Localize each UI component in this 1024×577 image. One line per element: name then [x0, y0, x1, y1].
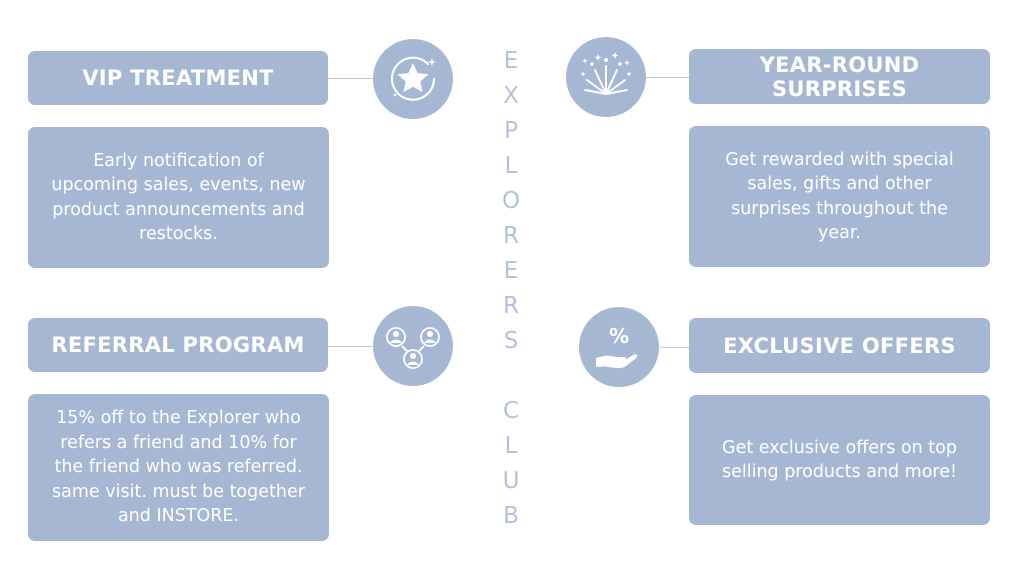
fireworks-icon-svg: [581, 52, 631, 95]
referral-title: REFERRAL PROGRAM: [51, 333, 305, 357]
percent-hand-icon-svg: %: [596, 324, 638, 369]
vertical-title-letter: S: [503, 328, 519, 354]
vertical-title-letter: L: [504, 153, 518, 179]
star-icon: [373, 39, 453, 119]
vertical-title-letter: U: [502, 468, 520, 494]
offers-title-box: EXCLUSIVE OFFERS: [689, 318, 990, 373]
surprises-description-box: Get rewarded with special sales, gifts a…: [689, 126, 990, 267]
offers-title: EXCLUSIVE OFFERS: [723, 333, 956, 358]
fireworks-icon: [566, 37, 646, 117]
vip-description-box: Early notification of upcoming sales, ev…: [28, 127, 329, 268]
connector-referral: [328, 346, 374, 347]
vertical-title-letter: B: [503, 503, 519, 529]
vertical-title-letter: E: [503, 48, 519, 74]
vertical-title-letter: R: [503, 293, 519, 319]
connector-offers: [660, 347, 690, 348]
offers-description-box: Get exclusive offers on top selling prod…: [689, 395, 990, 525]
referral-description-box: 15% off to the Explorer who refers a fri…: [28, 394, 329, 541]
star-icon-svg: [390, 56, 436, 101]
surprises-title: YEAR-ROUND SURPRISES: [759, 52, 920, 101]
vertical-title-letter: P: [504, 118, 518, 144]
vip-description: Early notification of upcoming sales, ev…: [51, 150, 306, 245]
vertical-title-letter: E: [503, 258, 519, 284]
surprises-description: Get rewarded with special sales, gifts a…: [725, 149, 954, 244]
percent-glyph: %: [609, 324, 629, 348]
vertical-title-letter: L: [504, 433, 518, 459]
vip-title-box: VIP TREATMENT: [28, 51, 328, 105]
offers-description: Get exclusive offers on top selling prod…: [721, 437, 958, 483]
vertical-title-letter: C: [502, 398, 520, 424]
people-network-icon: [373, 306, 453, 386]
referral-title-box: REFERRAL PROGRAM: [28, 318, 328, 372]
vip-title: VIP TREATMENT: [82, 66, 274, 90]
vertical-title-letter: R: [503, 223, 519, 249]
percent-hand-icon: %: [579, 307, 659, 387]
surprises-title-box: YEAR-ROUND SURPRISES: [689, 49, 990, 104]
vertical-title-letter: X: [503, 83, 519, 109]
people-network-icon-svg: [386, 327, 440, 369]
connector-surprises: [646, 77, 690, 78]
connector-vip: [328, 78, 374, 79]
vertical-title-letter: O: [501, 188, 521, 214]
referral-description: 15% off to the Explorer who refers a fri…: [52, 408, 305, 527]
